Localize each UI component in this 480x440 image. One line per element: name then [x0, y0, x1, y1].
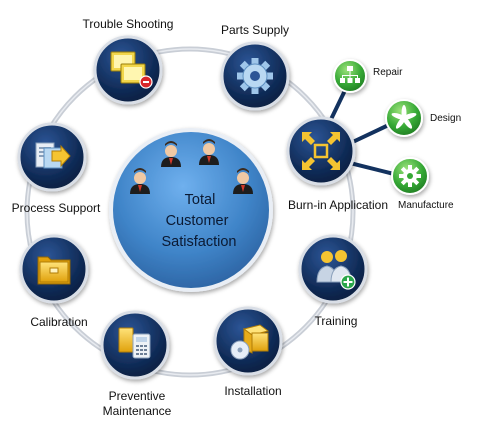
center-title-line-1: Total	[185, 192, 216, 208]
box-disc-icon	[230, 324, 270, 360]
node-label: Preventive	[109, 389, 166, 403]
document-arrow-icon	[35, 142, 71, 169]
center-node: Total Customer Satisfaction	[109, 128, 273, 292]
subnode-repair[interactable]: Repair	[333, 59, 403, 93]
node-label: Parts Supply	[221, 23, 289, 37]
node-label-line-2: Maintenance	[103, 404, 172, 418]
node-label: Training	[315, 314, 358, 328]
node-label: Trouble Shooting	[83, 17, 174, 31]
customer-person-icon	[233, 168, 253, 194]
gear-icon	[237, 58, 273, 94]
people-add-icon	[316, 250, 356, 290]
customer-person-icon	[161, 141, 181, 167]
node-label: Process Support	[12, 201, 101, 215]
node-burn-in-application[interactable]: Burn-in Application	[286, 116, 388, 212]
arrows-expand-icon	[302, 132, 340, 170]
folder-icon	[37, 256, 71, 285]
hierarchy-icon	[340, 66, 360, 83]
subnode-label: Manufacture	[398, 200, 454, 211]
node-label: Burn-in Application	[288, 198, 388, 212]
node-training[interactable]: Training	[298, 234, 368, 328]
node-preventive-maintenance[interactable]: Preventive Maintenance	[100, 310, 172, 418]
node-trouble-shooting[interactable]: Trouble Shooting	[83, 17, 174, 105]
customer-person-icon	[199, 139, 219, 165]
node-calibration[interactable]: Calibration	[19, 234, 89, 329]
center-title-line-2: Customer	[166, 213, 229, 229]
subnode-label: Repair	[373, 67, 403, 78]
orbit-ring-inner	[26, 48, 354, 376]
node-process-support[interactable]: Process Support	[12, 122, 101, 215]
sparkle-icon	[391, 105, 417, 129]
node-label: Installation	[224, 384, 281, 398]
center-title-line-3: Satisfaction	[162, 234, 237, 250]
phone-notepad-icon	[118, 327, 151, 359]
subnode-label: Design	[430, 113, 461, 124]
subnode-manufacture[interactable]: Manufacture	[391, 157, 454, 211]
gear-icon	[399, 165, 421, 187]
monitors-icon	[110, 51, 153, 89]
node-label: Calibration	[30, 315, 87, 329]
node-parts-supply[interactable]: Parts Supply	[220, 23, 290, 111]
subnode-design[interactable]: Design	[385, 99, 461, 137]
node-installation[interactable]: Installation	[213, 306, 283, 398]
customer-person-icon	[130, 168, 150, 194]
